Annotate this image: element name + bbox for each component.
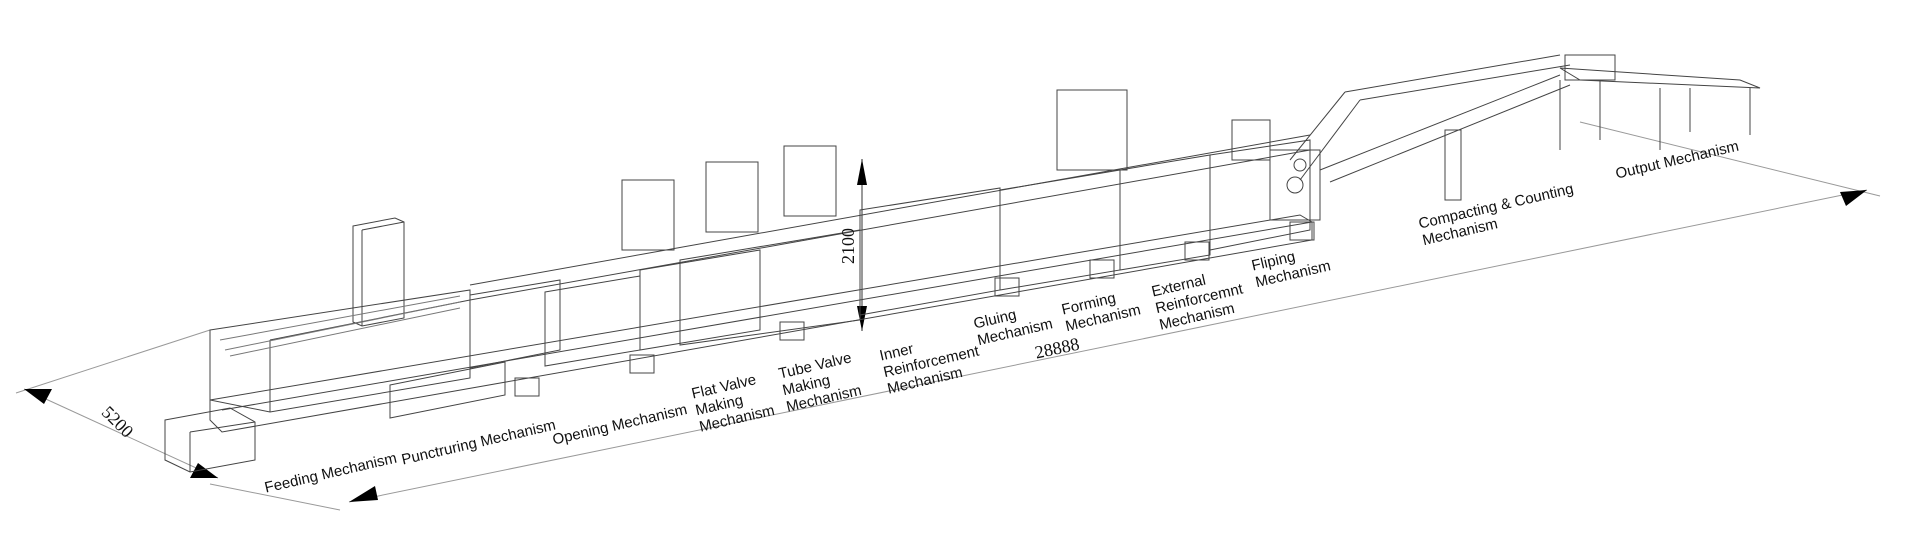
- electrical-cabinet: [352, 217, 405, 327]
- support-feet: [514, 221, 1315, 397]
- output-table: [1559, 54, 1761, 150]
- dimension-height: 2100: [838, 228, 858, 264]
- arrow-head-up: [857, 159, 867, 185]
- feeder-unit: [164, 289, 506, 473]
- processing-units: [469, 134, 1311, 369]
- inclined-conveyor: [1269, 54, 1571, 221]
- arrow-head-bottom: [190, 463, 218, 478]
- width-dimension-line: [15, 329, 341, 511]
- length-dimension-line: [348, 121, 1881, 503]
- upright-frames: [621, 89, 1271, 251]
- arrow-head-top: [24, 389, 52, 404]
- arrow-head-right: [1840, 190, 1867, 206]
- arrow-head-left: [349, 486, 378, 502]
